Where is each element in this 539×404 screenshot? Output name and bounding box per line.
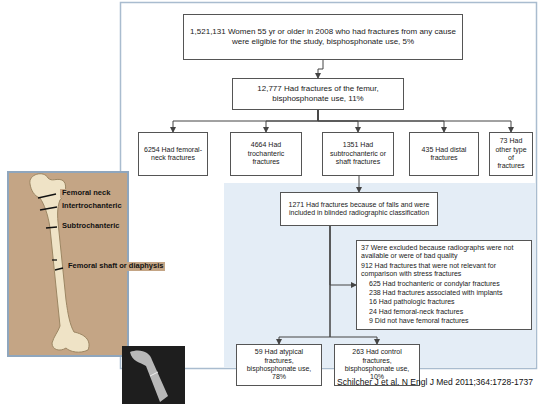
box-text: 59 Had atypical fractures, bisphosphonat… bbox=[241, 348, 317, 382]
category-box: 435 Had distal fractures bbox=[409, 132, 479, 176]
category-box: 6254 Had femoral-neck fractures bbox=[138, 132, 208, 176]
shaded-region bbox=[224, 183, 536, 368]
box-text: 37 Were excluded because radiographs wer… bbox=[361, 244, 527, 261]
box-text: 16 Had pathologic fractures bbox=[361, 298, 527, 306]
connector bbox=[330, 226, 356, 285]
box-text: 4664 Had trochanteric fractures bbox=[235, 141, 297, 166]
connector bbox=[279, 226, 330, 344]
box-text: 238 Had fractures associated with implan… bbox=[361, 289, 527, 297]
category-box: 1351 Had subtrochanteric or shaft fractu… bbox=[322, 132, 394, 176]
box-text: 12,777 Had fractures of the femur, bisph… bbox=[237, 84, 399, 103]
part-label: Subtrochanteric bbox=[60, 222, 122, 231]
outcome-box: 59 Had atypical fractures, bisphosphonat… bbox=[236, 344, 322, 386]
box-text: 912 Had fractures that were not relevant… bbox=[361, 262, 527, 279]
box-text: 1351 Had subtrochanteric or shaft fractu… bbox=[327, 141, 389, 166]
box-text: 263 Had control fractures, bisphosphonat… bbox=[339, 348, 415, 382]
panel bbox=[121, 3, 537, 369]
connector bbox=[173, 110, 318, 132]
category-box: 4664 Had trochanteric fractures bbox=[230, 132, 302, 176]
population-box: 1,521,131 Women 55 yr or older in 2008 w… bbox=[183, 14, 463, 60]
citation: Schilcher J et al. N Engl J Med 2011;364… bbox=[337, 378, 533, 388]
box-text: 435 Had distal fractures bbox=[414, 146, 474, 163]
box-text: 9 Did not have femoral fractures bbox=[361, 317, 527, 325]
part-label: Femoral neck bbox=[60, 189, 112, 198]
part-label: Femoral shaft or diaphysis bbox=[66, 262, 165, 271]
connector bbox=[359, 176, 360, 192]
connector bbox=[266, 110, 318, 132]
exclusion-box: 37 Were excluded because radiographs wer… bbox=[356, 240, 532, 330]
connector bbox=[318, 60, 323, 78]
connector bbox=[318, 110, 511, 132]
category-box: 73 Had other type of fractures bbox=[489, 132, 533, 176]
box-text: 6254 Had femoral-neck fractures bbox=[143, 146, 203, 163]
femur-box: 12,777 Had fractures of the femur, bisph… bbox=[232, 78, 404, 110]
box-text: 73 Had other type of fractures bbox=[494, 137, 528, 171]
included-box: 1271 Had fractures because of falls and … bbox=[280, 192, 438, 226]
box-text: 24 Had femoral-neck fractures bbox=[361, 308, 527, 316]
box-text: 1271 Had fractures because of falls and … bbox=[285, 201, 433, 218]
part-label: Intertrochanteric bbox=[60, 202, 124, 211]
box-text: 1,521,131 Women 55 yr or older in 2008 w… bbox=[188, 27, 458, 46]
xray-image bbox=[122, 346, 185, 404]
box-text: 625 Had trochanteric or condylar fractur… bbox=[361, 280, 527, 288]
